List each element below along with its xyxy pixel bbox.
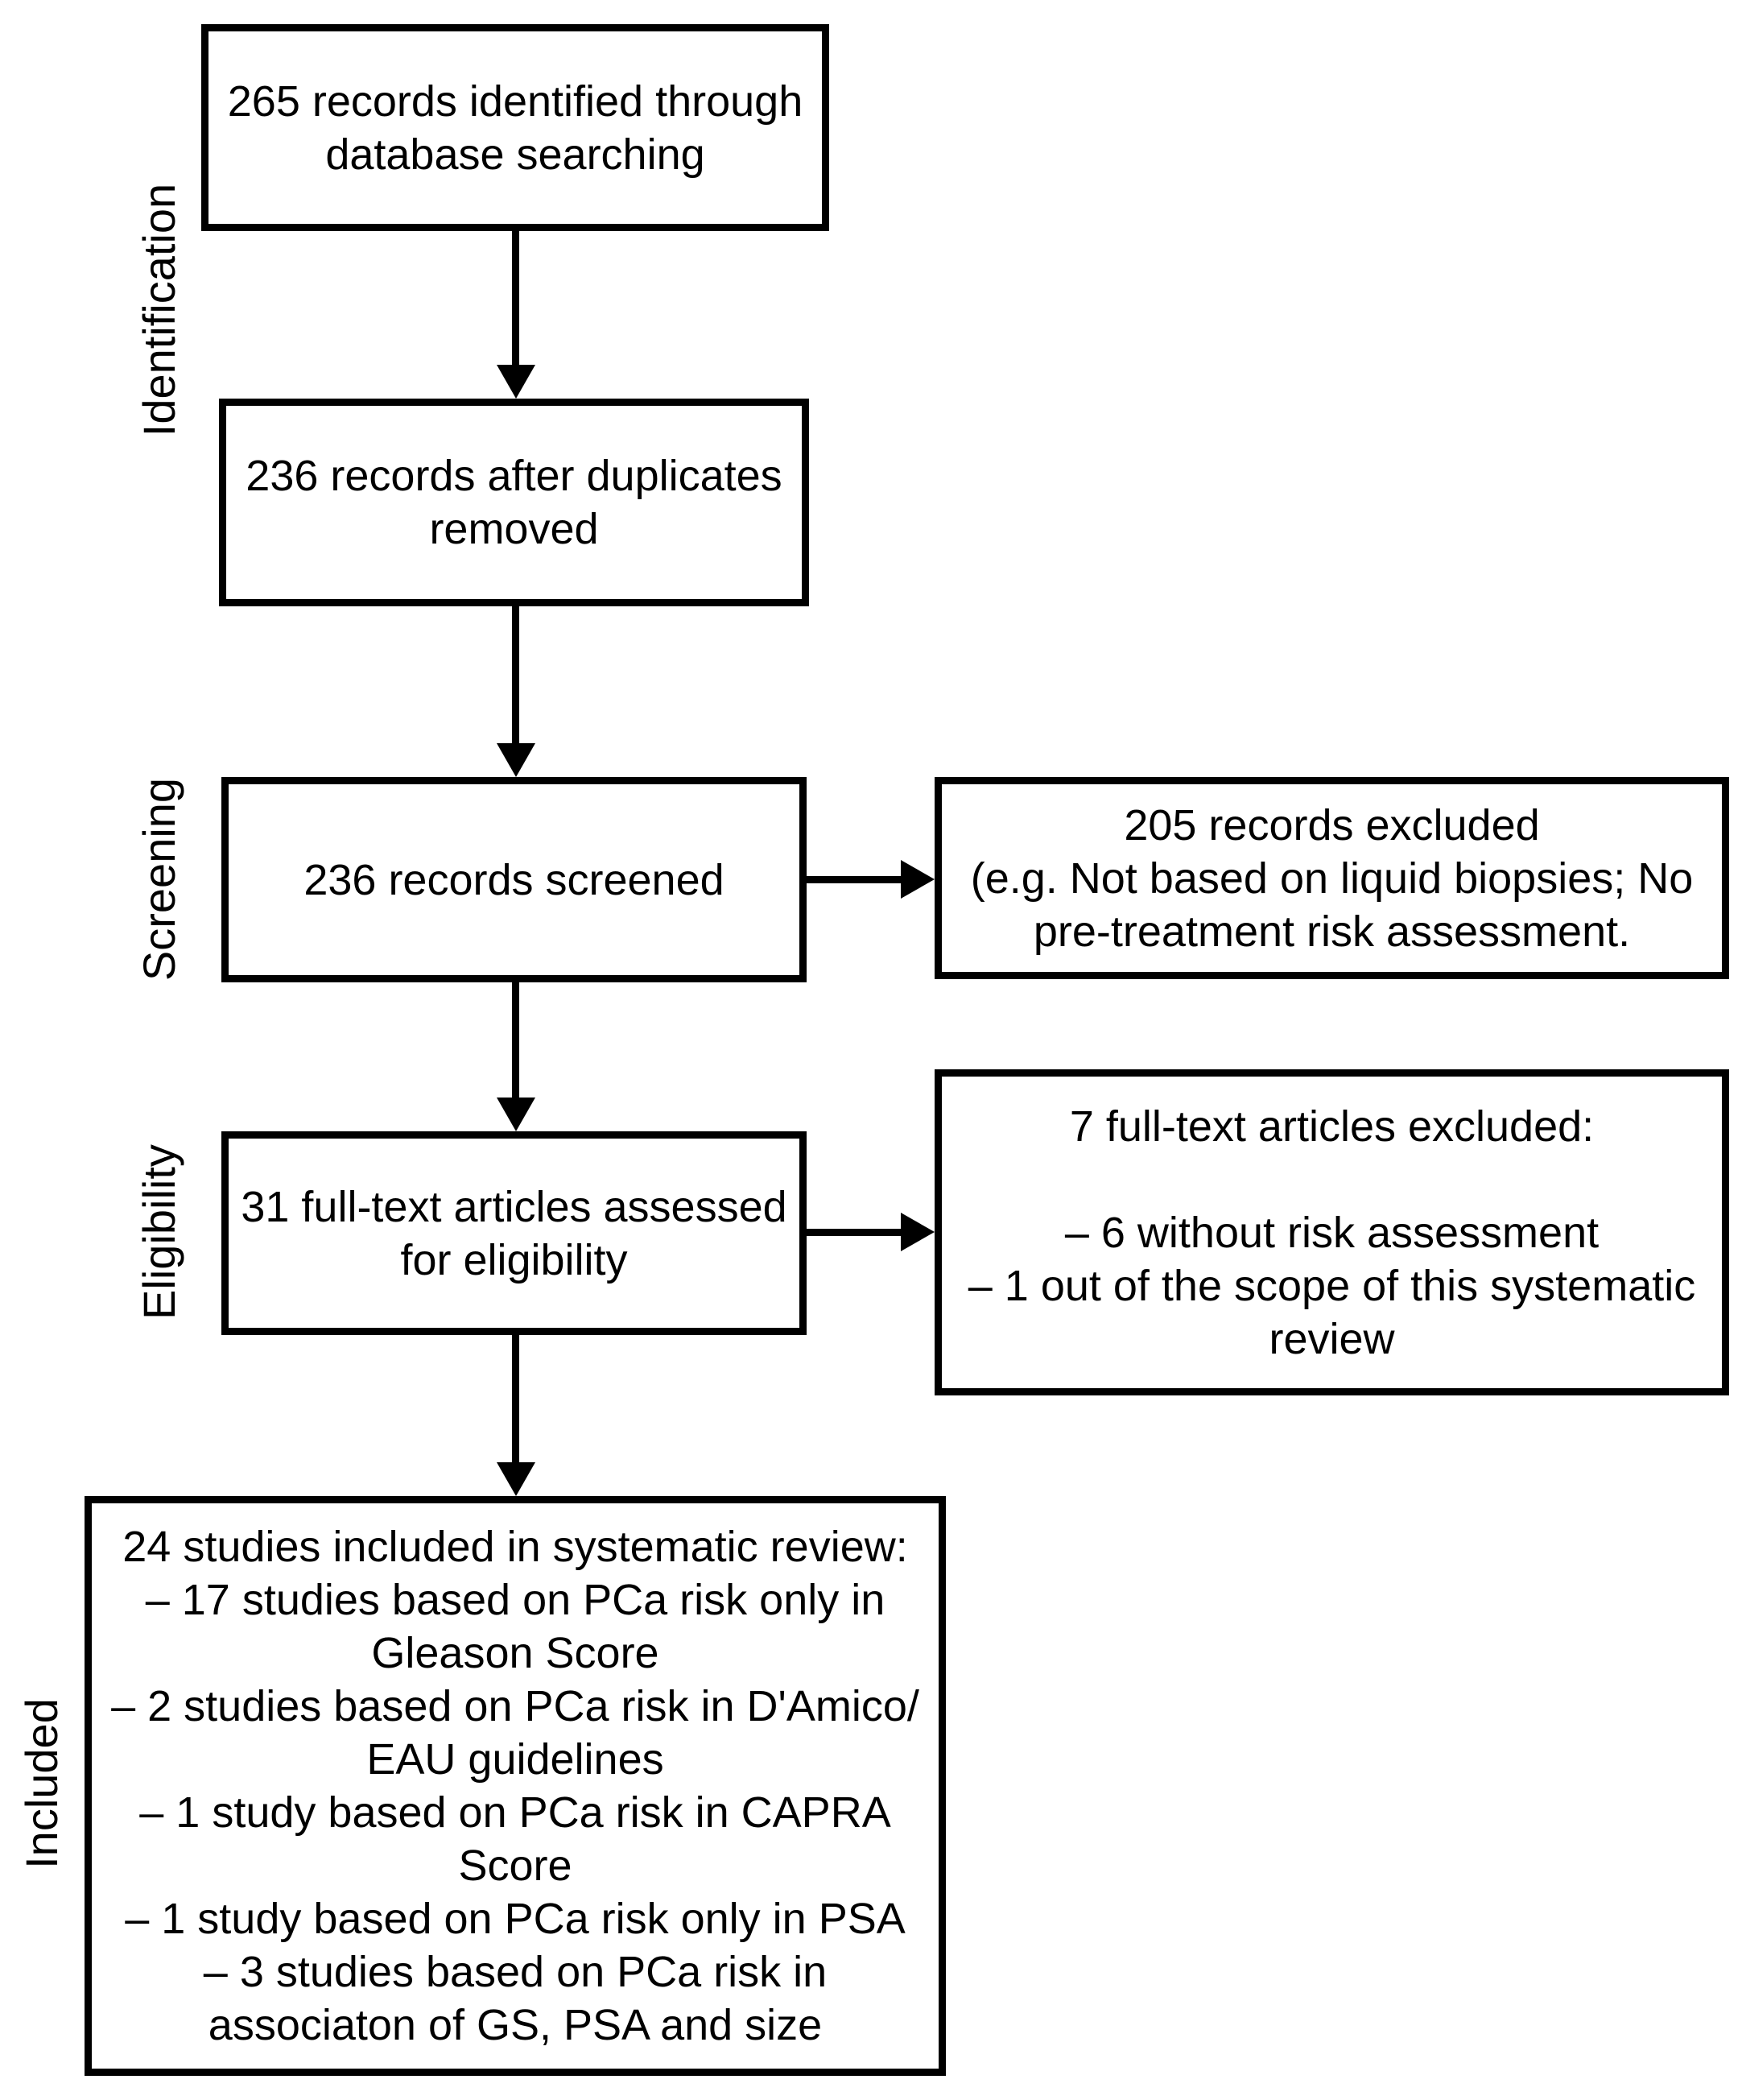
box-records-identified: 265 records identified through database … <box>201 24 829 231</box>
stage-label-identification: Identification <box>133 183 184 437</box>
box-records-screened-text: 236 records screened <box>303 855 724 904</box>
box-fulltext-excluded: 7 full-text articles excluded: – 6 witho… <box>935 1069 1729 1395</box>
arrowhead-down-icon <box>497 1098 535 1131</box>
box-included-studies: 24 studies included in systematic review… <box>85 1496 946 2076</box>
arrowhead-right-icon <box>901 860 935 899</box>
arrowhead-down-icon <box>497 365 535 399</box>
arrow-line-identified-to-dedup <box>512 231 519 366</box>
arrow-line-fulltext-to-ft-excluded <box>807 1229 904 1236</box>
box-fulltext-assessed: 31 full-text articles assessed for eligi… <box>221 1131 807 1335</box>
arrow-line-dedup-to-screened <box>512 606 519 745</box>
box-records-after-duplicates: 236 records after duplicates removed <box>219 399 809 606</box>
arrow-line-screened-to-fulltext <box>512 982 519 1099</box>
box-records-excluded: 205 records excluded (e.g. Not based on … <box>935 777 1729 979</box>
arrow-line-screened-to-excluded <box>807 876 904 883</box>
stage-label-included: Included <box>15 1698 67 1869</box>
box-records-identified-text: 265 records identified through database … <box>227 76 803 179</box>
arrowhead-right-icon <box>901 1213 935 1251</box>
box-records-after-duplicates-text: 236 records after duplicates removed <box>246 452 782 553</box>
box-records-screened: 236 records screened <box>221 777 807 982</box>
box-fulltext-excluded-text: 7 full-text articles excluded: – 6 witho… <box>968 1102 1696 1363</box>
stage-label-eligibility: Eligibility <box>133 1144 184 1320</box>
arrowhead-down-icon <box>497 1462 535 1496</box>
arrowhead-down-icon <box>497 743 535 777</box>
arrow-line-fulltext-to-included <box>512 1335 519 1464</box>
box-records-excluded-text: 205 records excluded (e.g. Not based on … <box>970 800 1694 956</box>
box-fulltext-assessed-text: 31 full-text articles assessed for eligi… <box>241 1182 787 1284</box>
box-included-studies-text: 24 studies included in systematic review… <box>111 1523 919 2049</box>
